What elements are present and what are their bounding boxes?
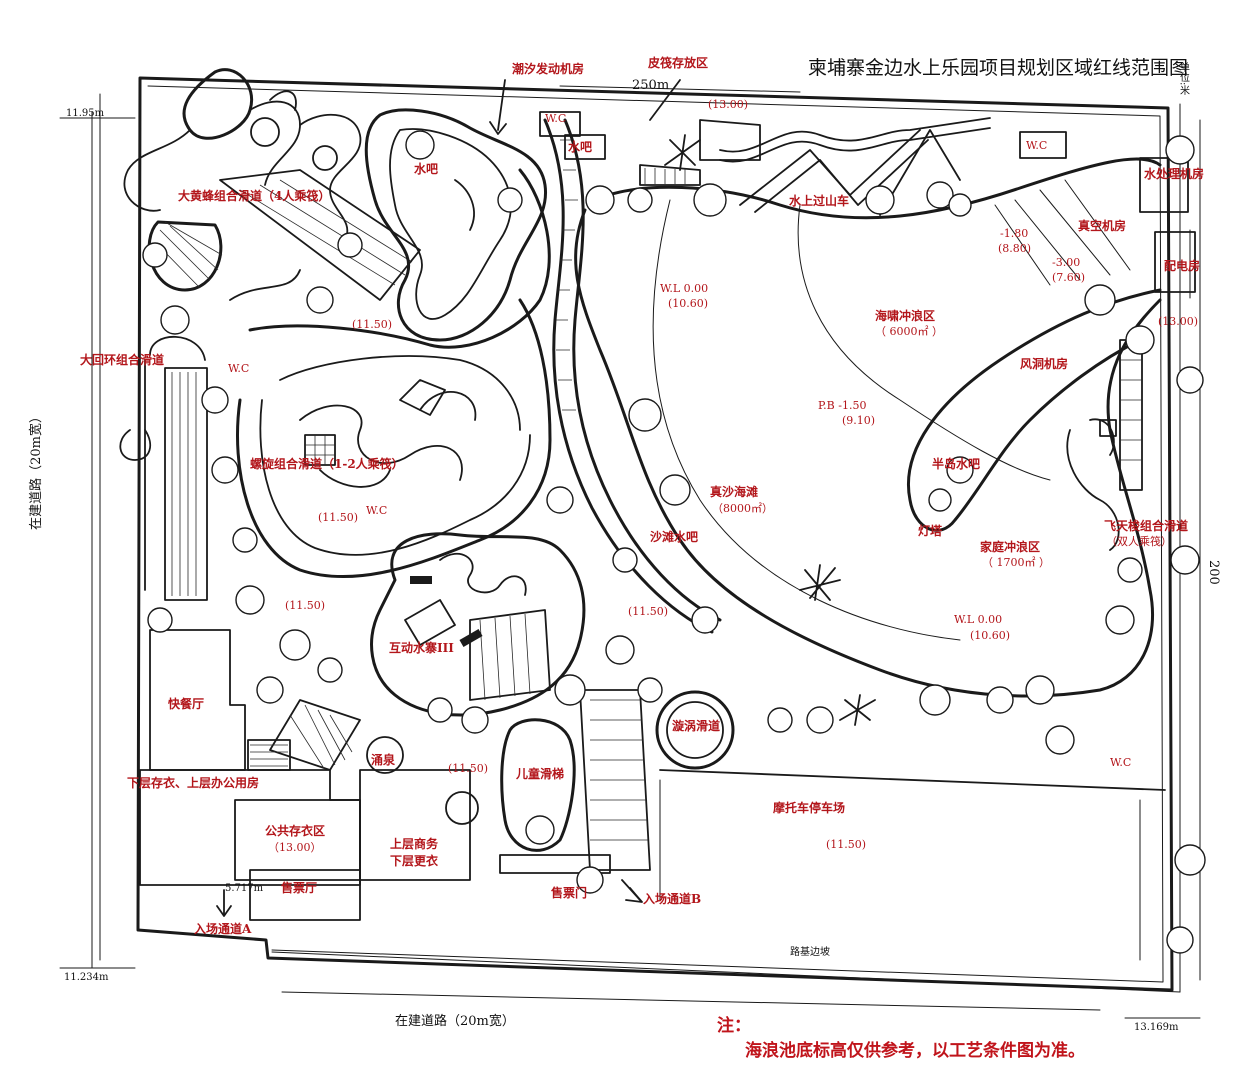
label-wl-top-elev: (10.60) [668,297,708,310]
entrance-buildings [139,629,479,921]
label-entrance-b: 入场通道B [643,891,701,906]
palm-trees [664,134,876,726]
label-wc-right-top: W.C [1026,139,1047,152]
label-business: 上层商务 [390,836,439,851]
unit-label: 单位:米 [1178,62,1190,96]
corner-top-left-elev: 11.95m [66,108,105,119]
label-pb-elev: (9.10) [842,414,875,427]
label-tsunami-zone: 海啸冲浪区 [875,308,935,323]
trees [142,130,1206,954]
entrance-width-dimension: 5.717m [225,883,264,894]
label-spiral-slide: 螺旋组合滑道（1-2人乘筏） [250,456,404,471]
label-lighthouse: 灯塔 [918,523,943,538]
label-peninsula-bar: 半岛水吧 [932,456,980,471]
moto-parking [659,769,1166,961]
subgrade-edge-label: 路基边坡 [790,945,830,958]
label-wc-mid: W.C [366,504,387,517]
label-fast-food: 快餐厅 [168,696,204,711]
label-wl-top: W.L 0.00 [660,282,708,295]
label-elev-1150-e: (11.50) [448,762,488,775]
label-water-fort: 互动水寨III [389,640,454,655]
label-wl-bottom-elev: (10.60) [970,629,1010,642]
corner-bottom-left-elev: 11.234m [64,972,109,983]
big-loop-slide [119,335,208,601]
label-moto-parking: 摩托车停车场 [773,800,845,815]
label-wc-top: W.C [545,112,566,125]
bottom-road-label: 在建道路（20m宽） [395,1013,515,1029]
label-moto-elev: (11.50) [826,838,866,851]
label-water-coaster: 水上过山车 [789,193,849,208]
right-height-dimension: 200 [1206,560,1221,585]
label-fan-room: 风洞机房 [1020,356,1068,371]
label-depth-a-elev: (8.80) [998,242,1031,255]
label-ticket-hall: 售票厅 [281,880,317,895]
label-kids-slide: 儿童滑梯 [515,766,564,781]
water-coaster [719,117,991,216]
label-elev-right: (13.00) [1158,315,1198,328]
arrows [216,79,681,917]
top-width-dimension: 250m [632,78,669,93]
label-flying-shuttle-sub: （双人乘筏） [1106,534,1172,548]
label-real-beach: 真沙海滩 [710,484,758,499]
label-water-bar-left: 水吧 [414,161,438,176]
note-text: 海浪池底标高仅供参考，以工艺条件图为准。 [745,1040,1085,1061]
label-pb: P.B -1.50 [818,399,866,412]
label-wc-bottom-right: W.C [1110,756,1131,769]
label-elev-top: (13.00) [708,98,748,111]
label-wl-bottom: W.L 0.00 [954,613,1002,626]
water-fort [370,532,586,717]
label-big-loop-slide: 大回环组合滑道 [80,352,164,367]
dimension-lines [59,85,1201,1019]
drawing-title: 柬埔寨金边水上乐园项目规划区域红线范围图 [808,57,1188,79]
label-luggage-storage: 皮筏存放区 [647,55,708,70]
kids-and-vortex-area [499,689,735,874]
label-vacuum-room: 真空机房 [1078,218,1126,233]
label-bumblebee-slide: 大黄蜂组合滑道（4人乘筏） [178,188,330,203]
label-public-locker-elev: （13.00） [268,841,322,854]
label-vortex-slide: 漩涡滑道 [672,718,720,733]
label-water-bar-top: 水吧 [568,139,592,154]
label-public-locker: 公共存衣区 [265,823,325,838]
label-elev-1150-d: (11.50) [628,605,668,618]
left-road-label: 在建道路（20m宽） [28,410,44,530]
label-real-beach-area: （8000㎡） [712,502,773,515]
site-boundary [91,76,1191,1011]
corner-bottom-right-elev: 13.169m [1134,1022,1179,1033]
label-depth-b: -3.00 [1052,256,1080,269]
label-water-treatment: 水处理机房 [1144,166,1204,181]
label-flying-shuttle: 飞天梭组合滑道 [1104,518,1188,533]
label-tide-engine-room: 潮汐发动机房 [512,61,584,76]
spiral-slide-complex [236,168,552,579]
label-depth-b-elev: (7.60) [1052,271,1085,284]
label-elev-1150-c: (11.50) [285,599,325,612]
label-power-room: 配电房 [1164,258,1200,273]
label-tsunami-area: （ 6000㎡ ） [875,325,943,338]
note-heading: 注： [717,1015,751,1036]
label-family-wave: 家庭冲浪区 [980,539,1040,554]
label-depth-a: -1.80 [1000,227,1028,240]
wave-pool [574,157,1162,698]
label-beach-bar: 沙滩水吧 [650,529,698,544]
label-wc-left: W.C [228,362,249,375]
label-ticket-gate: 售票门 [551,885,587,900]
label-changing: 下层更衣 [390,853,438,868]
label-family-wave-area: （ 1700㎡ ） [982,556,1050,569]
label-elev-1150-b: (11.50) [318,511,358,524]
label-fountain: 涌泉 [371,752,396,767]
label-entrance-a: 入场通道A [194,921,252,936]
bumblebee-slide-complex [123,68,421,301]
label-elev-1150-a: (11.50) [352,318,392,331]
label-locker-office: 下层存衣、上层办公用房 [127,775,259,790]
